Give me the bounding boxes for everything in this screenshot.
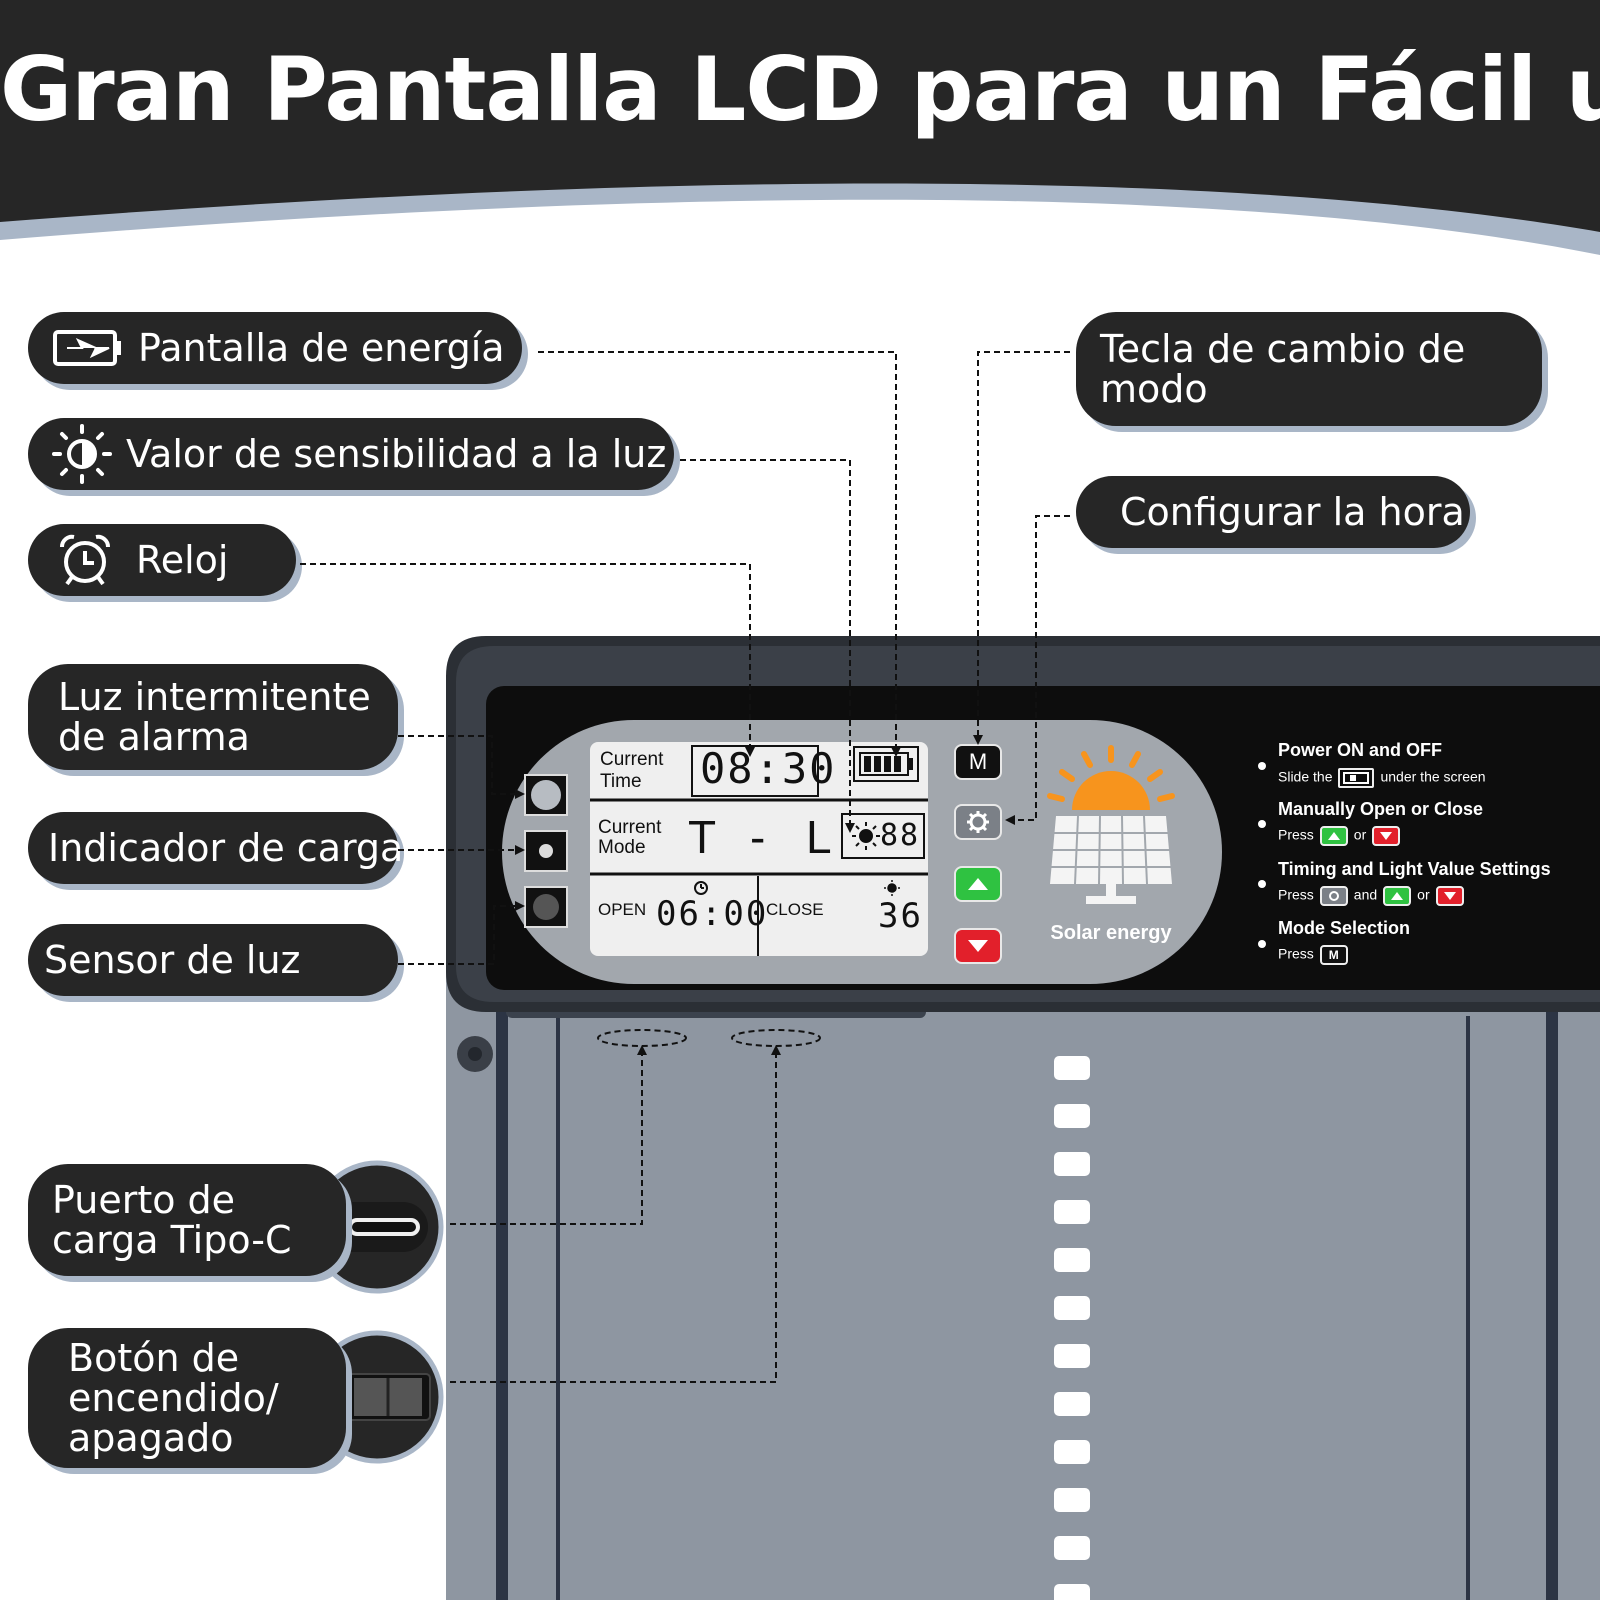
open-time-value: 06:00 — [656, 894, 769, 934]
lcd-screen: Current Time 08:30 Current Mode T - L 88… — [590, 742, 928, 956]
callout-usb-port-label-2: carga Tipo-C — [52, 1218, 292, 1262]
callout-alarm-light-label-1: Luz intermitente — [58, 675, 371, 719]
lcd-sun-icon — [852, 822, 880, 850]
bullet — [1258, 940, 1266, 948]
lcd-close-sun-icon — [884, 880, 900, 896]
light-value: 88 — [880, 818, 921, 853]
callout-charge-indicator-label: Indicador de carga — [48, 826, 404, 870]
instr-manual-heading: Manually Open or Close — [1278, 799, 1484, 819]
open-label: OPEN — [598, 900, 647, 919]
callout-mode-key: Tecla de cambio de modo — [1076, 312, 1542, 426]
alarm-clock-icon — [58, 533, 112, 587]
callout-light-sensitivity-label: Valor de sensibilidad a la luz — [126, 432, 667, 476]
mode-value-dash: - — [750, 811, 766, 863]
slide-switch-icon — [1338, 768, 1375, 788]
sun-icon — [1047, 745, 1175, 810]
up-button[interactable] — [954, 866, 1002, 902]
close-light-value: 36 — [878, 896, 923, 936]
callout-set-time: Configurar la hora — [1076, 476, 1470, 548]
mini-down-icon — [1372, 826, 1401, 846]
callout-clock-label: Reloj — [136, 538, 229, 582]
instr-mode-heading: Mode Selection — [1278, 918, 1411, 938]
callout-set-time-label: Configurar la hora — [1120, 490, 1465, 534]
triangle-up-icon — [968, 878, 988, 890]
callout-alarm-light: Luz intermitente de alarma — [28, 664, 398, 770]
battery-icon — [52, 328, 124, 368]
slide-switch-icon — [329, 1373, 431, 1421]
current-time-value: 08:30 — [700, 744, 837, 793]
callout-clock: Reloj — [28, 524, 296, 596]
mode-value-t: T — [688, 811, 717, 863]
header-band — [0, 0, 1600, 255]
mini-up-icon — [1319, 826, 1348, 846]
bullet — [1258, 820, 1266, 828]
current-time-label-1: Current — [600, 749, 664, 770]
settings-button[interactable] — [954, 804, 1002, 840]
callout-mode-key-label-2: modo — [1100, 367, 1208, 411]
solar-cells-icon — [1050, 815, 1172, 904]
callout-power-button: Botón de encendido/ apagado — [28, 1328, 346, 1468]
callout-alarm-light-label-2: de alarma — [58, 715, 250, 759]
instr-timing-heading: Timing and Light Value Settings — [1278, 859, 1551, 879]
callout-power-display-label: Pantalla de energía — [138, 326, 505, 370]
triangle-down-icon — [968, 940, 988, 952]
page-title: Gran Pantalla LCD para un Fácil uso — [0, 38, 1600, 141]
mode-button[interactable]: M — [954, 744, 1002, 780]
solar-panel-graphic — [1047, 745, 1175, 904]
brightness-icon — [52, 424, 112, 484]
bullet — [1258, 762, 1266, 770]
callout-usb-port-label-1: Puerto de — [52, 1178, 236, 1222]
callout-power-button-label-3: apagado — [68, 1416, 234, 1460]
mini-up-icon — [1383, 886, 1412, 906]
gear-icon — [967, 811, 989, 833]
instr-power-heading: Power ON and OFF — [1278, 740, 1443, 760]
mini-mode-key: M — [1319, 945, 1348, 965]
current-mode-label-2: Mode — [598, 837, 646, 858]
current-time-label-2: Time — [600, 771, 642, 792]
usb-c-port-icon — [348, 1218, 420, 1236]
mode-button-label: M — [968, 749, 988, 774]
lcd-battery-icon — [853, 746, 919, 782]
mini-gear-icon — [1319, 886, 1348, 906]
callout-power-button-label-1: Botón de — [68, 1336, 240, 1380]
down-button[interactable] — [954, 928, 1002, 964]
bullet — [1258, 880, 1266, 888]
callout-light-sensor-label: Sensor de luz — [44, 938, 301, 982]
alarm-light-indicator — [524, 774, 568, 816]
callout-light-sensitivity: Valor de sensibilidad a la luz — [28, 418, 674, 490]
callout-power-button-label-2: encendido/ — [68, 1376, 279, 1420]
callout-usb-port: Puerto de carga Tipo-C — [28, 1164, 346, 1276]
current-mode-label-1: Current — [598, 817, 662, 838]
callout-mode-key-label-1: Tecla de cambio de — [1100, 327, 1466, 371]
mode-value-l: L — [806, 811, 832, 863]
lcd-clock-icon — [694, 881, 708, 895]
solar-energy-label: Solar energy — [1050, 922, 1172, 944]
charge-indicator-light — [524, 830, 568, 872]
light-sensor-window — [524, 886, 568, 928]
mini-down-icon — [1435, 886, 1464, 906]
callout-light-sensor: Sensor de luz — [28, 924, 398, 996]
callout-charge-indicator: Indicador de carga — [28, 812, 403, 884]
callout-power-display: Pantalla de energía — [28, 312, 522, 384]
close-label: CLOSE — [766, 900, 824, 919]
